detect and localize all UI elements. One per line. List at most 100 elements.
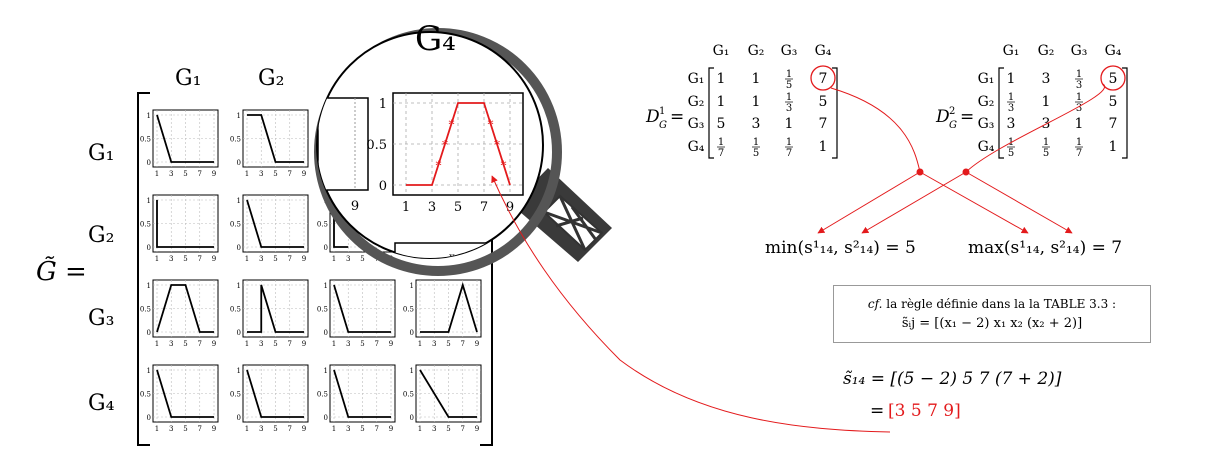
mini-x-tick: 5 (183, 425, 187, 433)
mini-y-tick: 0 (147, 414, 151, 422)
mini-x-tick: 5 (183, 340, 187, 348)
col-label-g1: G₁ (175, 66, 201, 91)
mini-y-tick: 1 (147, 367, 151, 375)
arrow-d2-to-min (862, 172, 966, 233)
mini-x-tick: 7 (198, 340, 202, 348)
mini-x-tick: 3 (259, 170, 263, 178)
matrix2-name: D (935, 107, 950, 127)
mini-x-tick: 9 (389, 340, 393, 348)
mini-x-tick: 7 (198, 255, 202, 263)
matrix2-cell: 1 (1042, 94, 1051, 110)
result-line-2-value: [3 5 7 9] (888, 401, 961, 421)
matrix2-cell-num: 1 (1043, 137, 1049, 148)
mini-x-tick: 3 (346, 425, 350, 433)
mini-y-tick: 1 (147, 197, 151, 205)
mini-x-tick: 3 (259, 255, 263, 263)
mini-x-tick: 9 (212, 425, 216, 433)
matrix2-row-header: G₄ (978, 139, 995, 155)
mini-y-tick: 1 (324, 282, 328, 290)
matrix2-row-header: G₁ (978, 71, 995, 87)
matrix1-cell-den: 5 (753, 148, 759, 159)
matrix1-cell: 1 (717, 94, 726, 110)
mini-y-tick: 0.5 (140, 306, 151, 314)
matrix2-cell: 1 (1007, 71, 1016, 87)
arrow-d2-to-max (966, 172, 1072, 233)
mini-y-tick: 1 (237, 367, 241, 375)
mini-x-tick: 3 (169, 255, 173, 263)
mini-x-tick: 5 (446, 340, 450, 348)
result-line-1: s̃₁₄ = [(5 − 2) 5 7 (7 + 2)] (843, 369, 1062, 389)
mini-x-tick: 9 (302, 170, 306, 178)
matrix2-cell-den: 3 (1008, 103, 1014, 114)
mini-y-tick: 1 (410, 282, 414, 290)
result-line-2-eq: = (870, 401, 884, 421)
caption-line-2: s̃ᵢj = [(x₁ − 2) x₁ x₂ (x₂ + 2)] (902, 314, 1082, 334)
mini-y-tick: 0 (237, 159, 241, 167)
zoom-curve-marker: * (488, 118, 494, 132)
matrix2-cell-den: 7 (1076, 148, 1082, 159)
arrow-d1-to-max (920, 172, 1028, 233)
caption-cf: cf. (868, 297, 883, 311)
mini-x-tick: 5 (360, 255, 364, 263)
mini-y-tick: 1 (147, 282, 151, 290)
mini-x-tick: 1 (245, 255, 249, 263)
matrix2-cell-num: 1 (1076, 137, 1082, 148)
mini-x-tick: 3 (432, 340, 436, 348)
matrix1-cell-den: 3 (786, 103, 792, 114)
mini-y-tick: 1 (324, 367, 328, 375)
mini-x-tick: 1 (245, 170, 249, 178)
matrix2-bracket-left (999, 68, 1004, 158)
zoom-y-tick: 0.5 (366, 138, 387, 153)
mini-x-tick: 3 (259, 340, 263, 348)
caption-line-1: la règle définie dans la la TABLE 3.3 : (886, 297, 1116, 311)
mini-x-tick: 9 (212, 340, 216, 348)
matrix2-col-header: G₁ (1003, 43, 1020, 59)
matrix1-col-header: G₁ (713, 43, 730, 59)
matrix1-cell: 3 (752, 116, 761, 132)
mini-x-tick: 7 (461, 425, 465, 433)
mini-y-tick: 0.5 (140, 391, 151, 399)
mini-y-tick: 0 (324, 414, 328, 422)
matrix1-row-header: G₄ (688, 139, 705, 155)
matrix1-col-header: G₂ (748, 43, 765, 59)
mini-plot-r4-c3: 1357900.51 (317, 365, 395, 433)
matrix1-row-header: G₃ (688, 116, 705, 132)
mini-y-tick: 0 (147, 244, 151, 252)
mini-y-tick: 0 (410, 414, 414, 422)
matrix2-cell-num: 1 (1076, 92, 1082, 103)
matrix1-cell: 5 (717, 116, 726, 132)
mini-y-tick: 0 (237, 329, 241, 337)
matrix2-col-header: G₂ (1038, 43, 1055, 59)
matrix2-cell-den: 3 (1076, 103, 1082, 114)
matrix2-cell-num: 1 (1008, 92, 1014, 103)
mini-x-tick: 9 (475, 425, 479, 433)
mini-y-tick: 0.5 (403, 391, 414, 399)
matrix1-cell: 1 (717, 71, 726, 87)
matrix2-row-header: G₂ (978, 94, 995, 110)
matrix2-equals: = (960, 107, 974, 127)
connector-d1 (831, 88, 920, 172)
min-expression: min(s¹₁₄, s²₁₄) = 5 (765, 238, 916, 258)
matrix2-cell-den: 5 (1008, 148, 1014, 159)
matrix1-row-header: G₁ (688, 71, 705, 87)
mini-x-tick: 3 (169, 170, 173, 178)
mini-y-tick: 0 (237, 414, 241, 422)
matrix2-col-header: G₃ (1071, 43, 1088, 59)
mini-y-tick: 0.5 (403, 306, 414, 314)
matrix1-cell-num: 1 (786, 92, 792, 103)
matrix2-col-header: G₄ (1105, 43, 1122, 59)
mini-plot-r3-c4: 1357900.51 (403, 280, 481, 348)
matrix2-cell: 5 (1109, 71, 1118, 87)
mini-x-tick: 3 (346, 340, 350, 348)
row-label-g2: G₂ (88, 223, 114, 248)
mini-x-tick: 5 (273, 425, 277, 433)
matrix1-cell-num: 1 (786, 69, 792, 80)
mini-y-tick: 0.5 (230, 221, 241, 229)
matrix2-cell: 3 (1042, 71, 1051, 87)
mini-x-tick: 5 (273, 255, 277, 263)
